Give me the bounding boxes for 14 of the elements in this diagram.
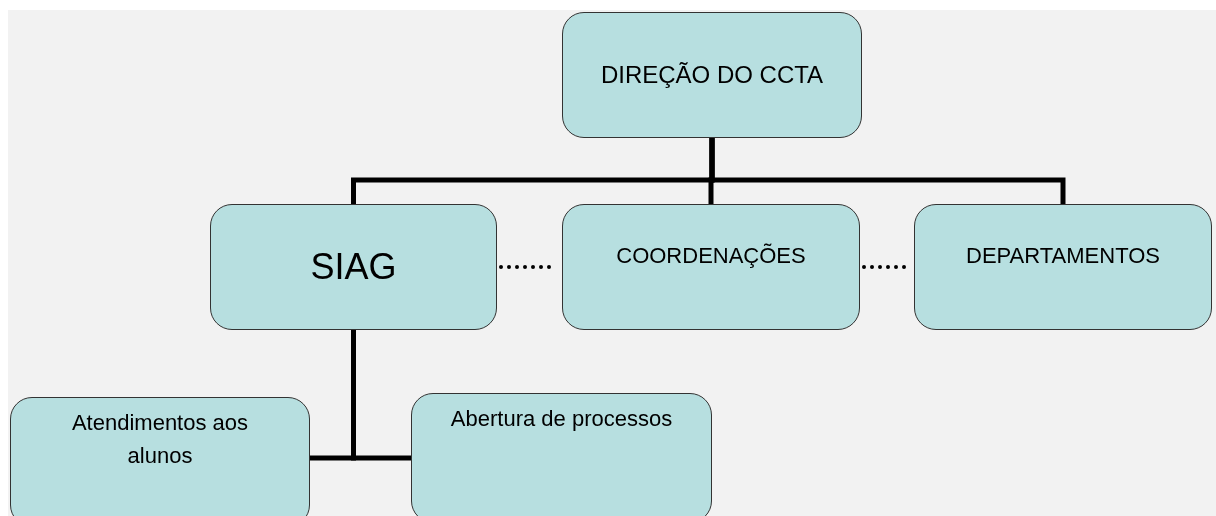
box-label: Atendimentos aos alunos	[70, 409, 250, 470]
org-box	[562, 204, 860, 330]
box-label: Abertura de processos	[450, 405, 673, 433]
box-label: SIAG	[310, 245, 397, 289]
org-box	[914, 204, 1212, 330]
org-box	[411, 393, 712, 516]
box-label: COORDENAÇÕES	[616, 242, 806, 270]
connector-line	[709, 138, 1066, 204]
box-label: DEPARTAMENTOS	[966, 242, 1160, 270]
org-box	[562, 12, 862, 138]
box-label: DIREÇÃO DO CCTA	[600, 60, 824, 90]
org-box	[10, 397, 310, 516]
org-box	[210, 204, 497, 330]
connector-line	[351, 330, 411, 461]
